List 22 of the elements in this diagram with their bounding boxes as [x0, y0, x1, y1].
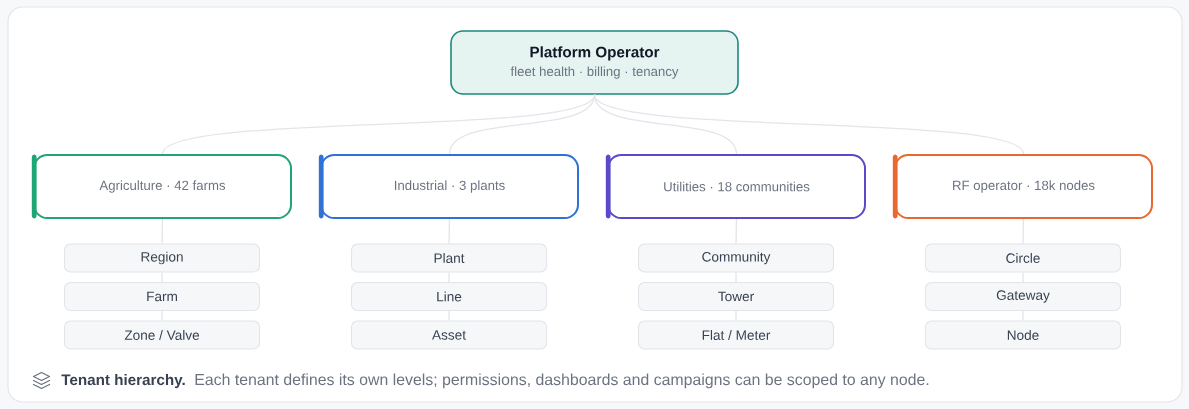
note-heading: Tenant hierarchy. — [61, 373, 185, 389]
tenant-box: RF operator · 18k nodes — [892, 154, 1153, 219]
level-box: Asset — [350, 320, 548, 350]
level-box: Region — [63, 243, 261, 273]
level-box: Circle — [924, 243, 1122, 273]
connector — [593, 94, 738, 155]
tenant-box: Utilities · 18 communities — [605, 154, 866, 219]
level-box: Farm — [63, 281, 261, 312]
level-box: Gateway — [924, 281, 1122, 312]
level-box: Zone / Valve — [63, 320, 261, 350]
level-box: Community — [637, 243, 835, 273]
note-text: Each tenant defines its own levels; permissions, dashboards and campaigns can be scoped to any node. — [195, 373, 929, 389]
level-box: Tower — [637, 281, 835, 312]
platform-box: Platform Operator fleet health · billing · tenancy — [450, 30, 739, 95]
level-box: Node — [924, 320, 1122, 350]
connector — [593, 94, 1025, 155]
tenant-box: Agriculture · 42 farms — [31, 154, 292, 219]
tenant-box: Industrial · 3 plants — [318, 154, 579, 219]
level-box: Plant — [350, 243, 548, 273]
level-box: Flat / Meter — [637, 320, 835, 350]
connector — [161, 94, 596, 155]
level-box: Line — [350, 281, 548, 312]
